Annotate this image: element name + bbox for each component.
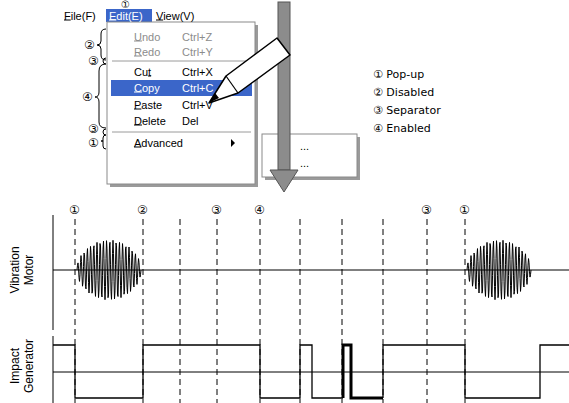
menu-item: Undo [134, 30, 160, 44]
shortcut: Ctrl+Y [182, 45, 213, 59]
menu-item: Cut [134, 65, 151, 79]
bracket [103, 58, 106, 64]
vibration-burst [467, 240, 531, 299]
menu-title: View(V) [156, 9, 194, 23]
legend-entry: ② Disabled [373, 86, 434, 100]
axis-line [53, 372, 569, 373]
callout-number: ① [459, 203, 470, 217]
mnemonic-underline [109, 20, 116, 21]
motion-arrow [278, 2, 290, 170]
submenu-arrow [231, 139, 235, 147]
bracket [101, 135, 106, 149]
callout-number: ④ [82, 90, 93, 104]
bracket [103, 129, 106, 135]
mnemonic-underline [64, 20, 71, 21]
mnemonic-underline [156, 20, 163, 21]
menu-highlight [106, 9, 152, 22]
callout-number: ② [137, 203, 148, 217]
menu-item: Redo [134, 45, 160, 59]
shortcut: Ctrl+Z [182, 30, 212, 44]
axis-label: Vibration Motor [8, 237, 36, 303]
mnemonic-underline [134, 125, 142, 126]
legend-entry: ① Pop-up [373, 68, 424, 82]
callout-number: ③ [88, 54, 99, 68]
callout-number: ② [84, 38, 95, 52]
mnemonic-underline [134, 109, 141, 110]
impact-pulse [343, 345, 383, 398]
callout-number: ① [88, 136, 99, 150]
axis-line [53, 336, 54, 403]
legend-entry: ③ Separator [373, 104, 441, 118]
impact-signal [383, 345, 569, 398]
callout-number: ③ [211, 203, 222, 217]
separator-line [112, 61, 251, 62]
legend-entry: ④ Enabled [373, 122, 431, 136]
shortcut: Ctrl+C [182, 81, 213, 95]
mnemonic-underline [134, 41, 142, 42]
submenu-item: ... [300, 156, 309, 170]
separator-line [112, 132, 251, 133]
callout-number: ③ [88, 122, 99, 136]
callout-number: ① [69, 203, 80, 217]
mnemonic-underline [148, 76, 151, 77]
axis-label: Impact Generator [8, 333, 36, 399]
callout-number: ① [121, 0, 130, 10]
stylus-pen [209, 38, 290, 103]
menu-item: Paste [134, 98, 162, 112]
dropdown-menu [107, 22, 255, 184]
menu-title: File(F) [64, 9, 96, 23]
impact-signal [53, 345, 343, 398]
bracket [95, 64, 106, 128]
shortcut: Ctrl+V [182, 98, 213, 112]
shortcut: Del [182, 114, 199, 128]
time-markers [75, 219, 465, 403]
submenu-item: ... [300, 139, 309, 153]
callout-number: ③ [421, 203, 432, 217]
vibration-burst [77, 240, 141, 299]
stylus-pen [226, 76, 238, 93]
menu-title: Edit(E) [109, 9, 143, 23]
menu-item: Delete [134, 114, 166, 128]
mnemonic-underline [134, 147, 141, 148]
callout-number: ④ [254, 203, 265, 217]
menu-item: Advanced [134, 136, 183, 150]
mnemonic-underline [134, 92, 142, 93]
mnemonic-underline [134, 56, 142, 57]
motion-arrow-head [270, 170, 298, 192]
axis-line [53, 270, 569, 271]
axis-line [53, 215, 54, 330]
shortcut: Ctrl+X [182, 65, 213, 79]
menu-item: Copy [134, 81, 160, 95]
